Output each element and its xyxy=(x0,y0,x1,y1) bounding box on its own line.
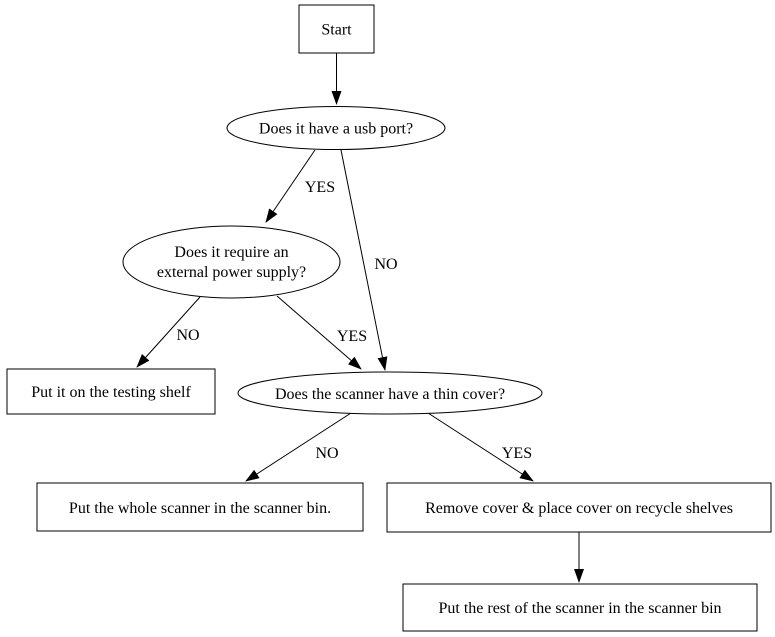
whole-scanner-bin-label: Put the whole scanner in the scanner bin… xyxy=(69,500,331,517)
usb-question-ellipse xyxy=(226,106,446,150)
edge-label-usb-cover: NO xyxy=(374,256,397,273)
node-power-question: Does it require an external power supply… xyxy=(122,225,341,299)
edge-usb-to-power xyxy=(265,149,316,223)
node-cover-question: Does the scanner have a thin cover? xyxy=(237,371,543,415)
edge-cover-to-whole-bin xyxy=(245,412,352,482)
cover-question-ellipse xyxy=(237,371,543,415)
whole-scanner-bin-box xyxy=(36,482,364,532)
remove-cover-label: Remove cover & place cover on recycle sh… xyxy=(425,500,733,517)
edge-label-usb-power: YES xyxy=(305,179,335,196)
power-question-label-line1: Does it require an xyxy=(174,244,288,261)
usb-question-label: Does it have a usb port? xyxy=(259,121,413,138)
node-start: Start xyxy=(298,4,375,54)
edge-power-to-shelf xyxy=(136,296,201,368)
rest-scanner-bin-label: Put the rest of the scanner in the scann… xyxy=(438,600,721,617)
edge-label-cover-whole-bin: NO xyxy=(315,445,338,462)
edge-label-cover-remove-cover: YES xyxy=(502,445,532,462)
testing-shelf-box xyxy=(6,368,216,415)
node-remove-cover: Remove cover & place cover on recycle sh… xyxy=(386,482,772,533)
node-rest-scanner-bin: Put the rest of the scanner in the scann… xyxy=(402,583,758,632)
edge-power-to-cover xyxy=(276,295,362,370)
edge-label-power-cover: YES xyxy=(337,328,367,345)
power-question-ellipse xyxy=(122,225,341,299)
start-label: Start xyxy=(321,22,352,39)
rest-scanner-bin-box xyxy=(402,583,758,632)
cover-question-label: Does the scanner have a thin cover? xyxy=(275,386,505,403)
edge-label-power-shelf: NO xyxy=(176,327,199,344)
edge-cover-to-remove-cover xyxy=(427,412,534,482)
edge-usb-to-cover xyxy=(340,149,388,371)
node-usb-question: Does it have a usb port? xyxy=(226,106,446,150)
testing-shelf-label: Put it on the testing shelf xyxy=(31,384,191,401)
node-testing-shelf: Put it on the testing shelf xyxy=(6,368,216,415)
start-box xyxy=(298,4,375,54)
flowchart-edges xyxy=(136,53,584,583)
flowchart-edge-labels: YES NO NO YES NO YES xyxy=(176,179,532,462)
power-question-label-line2: external power supply? xyxy=(157,264,306,281)
remove-cover-box xyxy=(386,482,772,533)
node-whole-scanner-bin: Put the whole scanner in the scanner bin… xyxy=(36,482,364,532)
